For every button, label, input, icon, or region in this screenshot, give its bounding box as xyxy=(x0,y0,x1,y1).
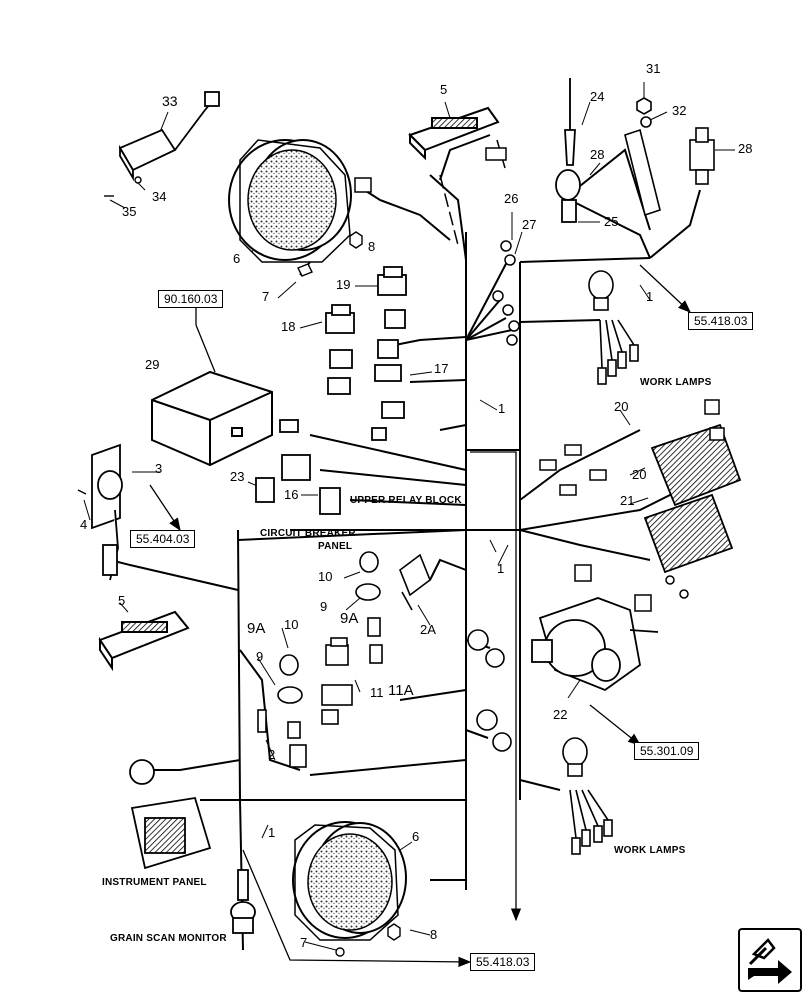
callout-5: 5 xyxy=(440,82,448,97)
callout-24: 24 xyxy=(590,89,605,104)
callout-28: 28 xyxy=(738,141,753,156)
rocker-switches xyxy=(255,266,407,515)
dome-light-upper xyxy=(408,106,500,161)
callout-26: 26 xyxy=(504,191,519,206)
callout-4: 4 xyxy=(80,517,88,532)
work-lamps-label: WORK LAMPS xyxy=(640,377,712,388)
speaker-upper xyxy=(228,139,352,263)
callout-8: 8 xyxy=(430,927,438,942)
callout-1: 1 xyxy=(497,561,505,576)
callout-2A: 2A xyxy=(420,622,436,637)
callout-21: 21 xyxy=(620,493,635,508)
callout-5: 5 xyxy=(118,593,126,608)
callout-1: 1 xyxy=(646,289,654,304)
control-module xyxy=(151,370,273,467)
callout-6: 6 xyxy=(412,829,420,844)
callout-11A: 11A xyxy=(388,682,414,699)
callout-10: 10 xyxy=(318,569,333,584)
nut xyxy=(636,97,652,115)
callout-32: 32 xyxy=(672,103,687,118)
previous-page-button[interactable] xyxy=(738,928,802,992)
callout-9: 9 xyxy=(320,599,328,614)
callout-16: 16 xyxy=(284,487,299,502)
reference-90-160-03[interactable]: 90.160.03 xyxy=(158,290,224,308)
callout-33: 33 xyxy=(162,93,178,109)
upper-relay-block-label: UPPER RELAY BLOCK xyxy=(350,495,462,506)
wiper-motor xyxy=(531,597,659,692)
circuit-breaker-panel-label: CIRCUIT BREAKER xyxy=(260,528,356,539)
ignition-switch xyxy=(91,443,123,581)
callout-20: 20 xyxy=(614,399,629,414)
work-lamp-socket xyxy=(562,737,588,767)
grain-scan-monitor-label: GRAIN SCAN MONITOR xyxy=(110,933,227,944)
callout-7: 7 xyxy=(262,289,270,304)
callout-25: 25 xyxy=(604,214,619,229)
callout-27: 27 xyxy=(522,217,537,232)
callout-22: 22 xyxy=(553,707,568,722)
nut xyxy=(349,231,363,249)
callout-8: 8 xyxy=(368,239,376,254)
indicator-lamp xyxy=(359,551,379,573)
work-lamps-label: WORK LAMPS xyxy=(614,845,686,856)
callout-35: 35 xyxy=(122,204,137,219)
work-lamp-socket xyxy=(588,270,614,300)
dome-switch-assembly xyxy=(118,91,220,182)
callout-9: 9 xyxy=(256,649,264,664)
callout-3: 3 xyxy=(155,461,163,476)
instrument-panel-label: INSTRUMENT PANEL xyxy=(102,877,207,888)
work-lights xyxy=(643,423,742,574)
pressure-switch xyxy=(689,139,715,171)
washer xyxy=(640,116,652,128)
reference-55-404-03[interactable]: 55.404.03 xyxy=(130,530,196,548)
callout-18: 18 xyxy=(281,319,296,334)
callout-1: 1 xyxy=(268,825,276,840)
callout-34: 34 xyxy=(152,189,167,204)
reference-55-418-03[interactable]: 55.418.03 xyxy=(470,953,536,971)
callout-9A: 9A xyxy=(340,610,359,627)
speaker-lower xyxy=(292,821,407,941)
callout-29: 29 xyxy=(145,357,160,372)
reference-55-301-09[interactable]: 55.301.09 xyxy=(634,742,700,760)
callout-17: 17 xyxy=(434,361,449,376)
callout-10: 10 xyxy=(284,617,299,632)
callout-9A: 9A xyxy=(247,620,266,637)
callout-2: 2 xyxy=(268,747,276,762)
callout-28: 28 xyxy=(590,147,605,162)
callout-11: 11 xyxy=(370,685,384,700)
callout-7: 7 xyxy=(300,935,308,950)
callout-23: 23 xyxy=(230,469,245,484)
callout-6: 6 xyxy=(233,251,241,266)
dome-light-lower xyxy=(98,610,190,672)
callout-31: 31 xyxy=(646,61,661,76)
callout-20: 20 xyxy=(632,467,647,482)
reference-55-418-03[interactable]: 55.418.03 xyxy=(688,312,754,330)
callout-19: 19 xyxy=(336,277,351,292)
previous-page-arrow-icon xyxy=(748,938,792,984)
antenna xyxy=(555,78,581,223)
grain-scan-monitor-connector xyxy=(230,869,256,934)
circuit-breaker-panel-label-2: PANEL xyxy=(318,541,353,552)
instrument-panel-connector xyxy=(129,759,212,870)
callout-1: 1 xyxy=(498,401,506,416)
